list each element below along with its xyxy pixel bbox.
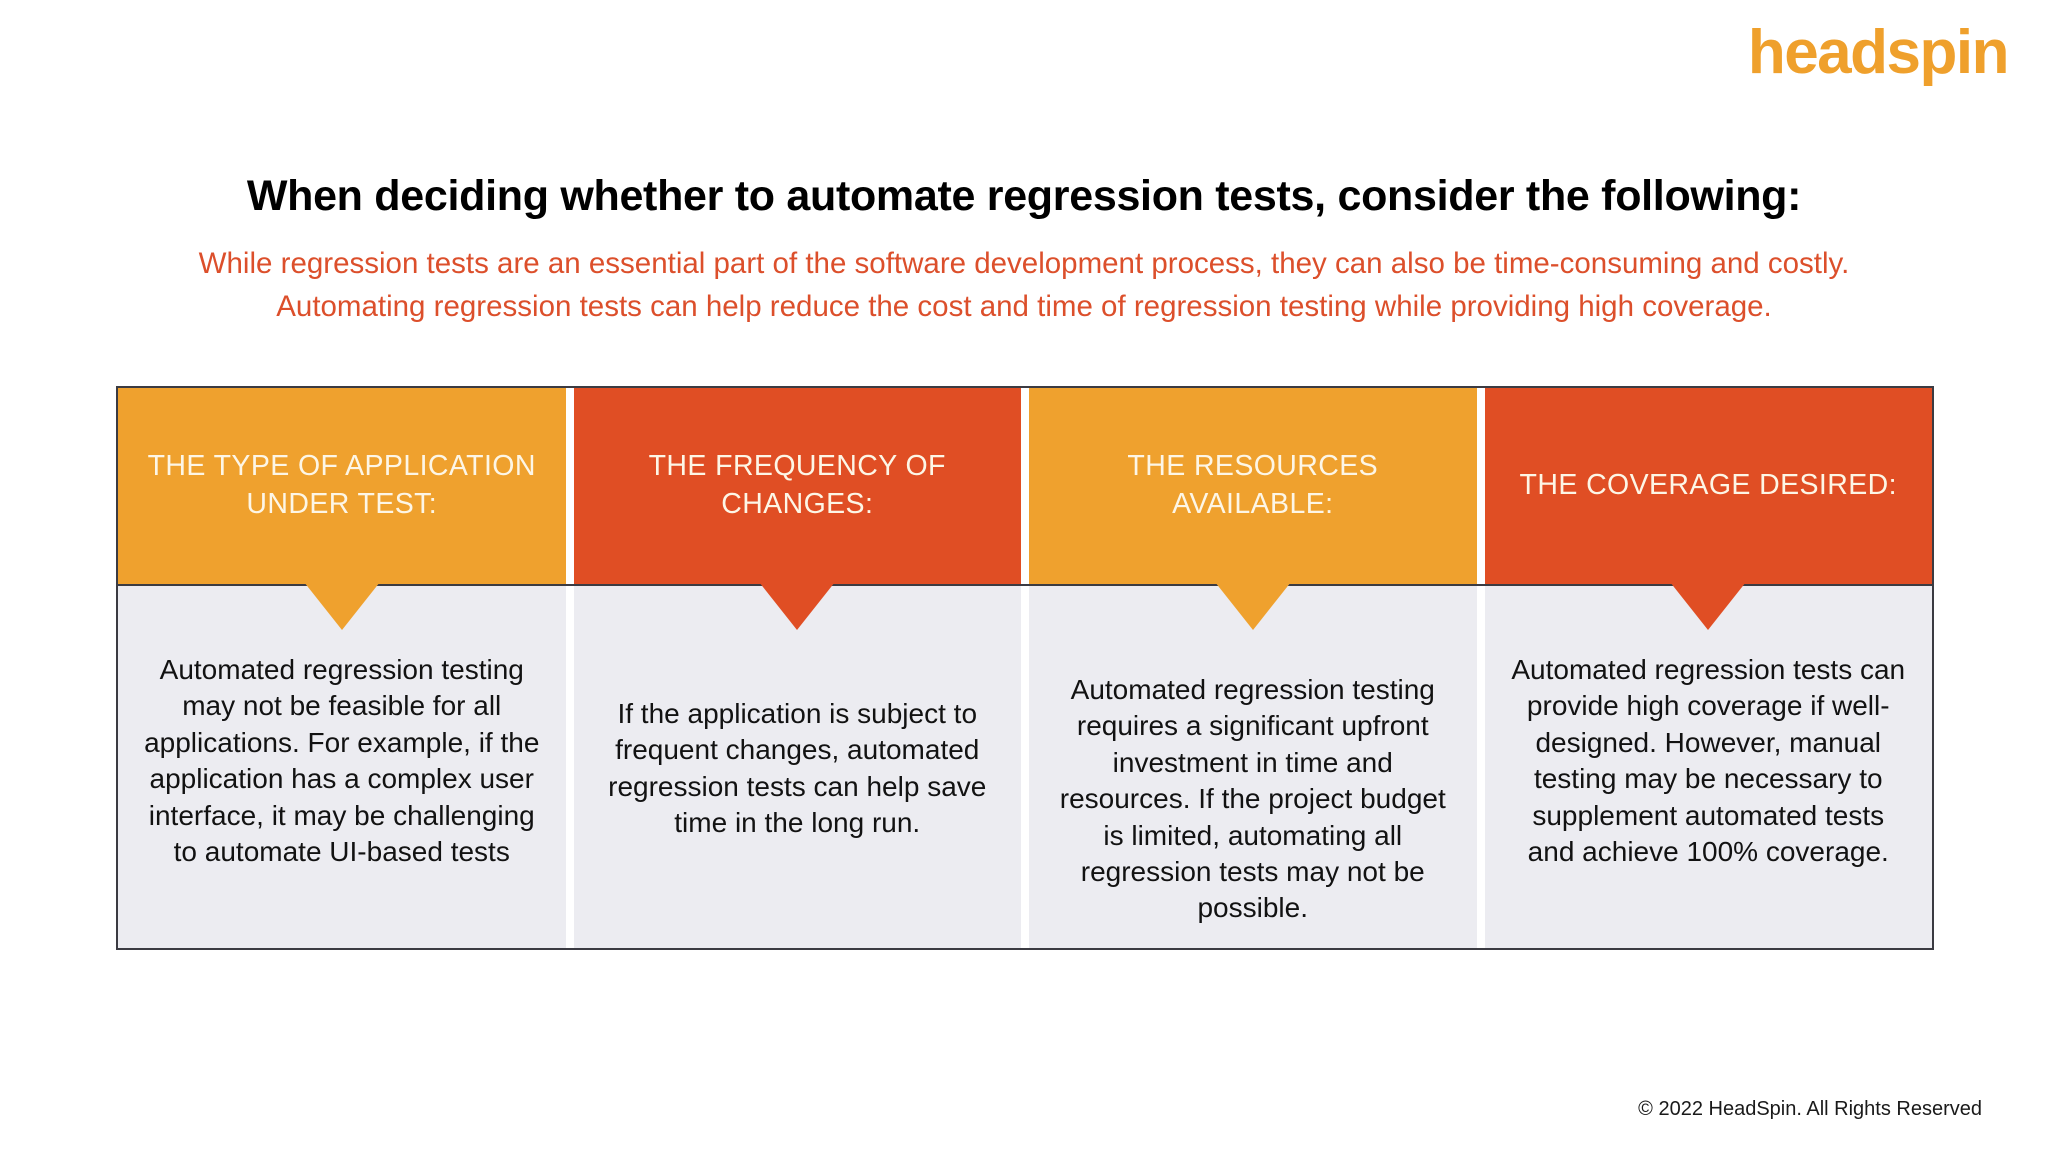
column-body-text: If the application is subject to frequen… [608,698,987,839]
column-body-text: Automated regression tests can provide h… [1511,654,1906,867]
column-header-frequency-of-changes: THE FREQUENCY OF CHANGES: [565,388,1021,630]
column-body-frequency-of-changes: If the application is subject to frequen… [565,586,1021,948]
column-header-label: THE COVERAGE DESIRED: [1519,469,1897,502]
comparison-table: THE TYPE OF APPLICATION UNDER TEST: THE … [116,386,1934,950]
column-body-resources-available: Automated regression testing requires a … [1021,586,1477,948]
copyright-notice: © 2022 HeadSpin. All Rights Reserved [1638,1098,1982,1120]
column-header-label: THE RESOURCES AVAILABLE: [1127,450,1379,520]
page-title: When deciding whether to automate regres… [246,172,1802,220]
arrow-down-icon [759,582,836,630]
headspin-wordmark: headspin [1747,18,2010,87]
arrow-down-icon [1214,582,1291,630]
column-body-coverage-desired: Automated regression tests can provide h… [1476,586,1932,948]
heading-block: When deciding whether to automate regres… [0,172,2048,329]
page-subtitle: While regression tests are an essential … [198,247,1850,324]
column-header-type-of-application: THE TYPE OF APPLICATION UNDER TEST: [118,388,566,630]
column-header-resources-available: THE RESOURCES AVAILABLE: [1021,388,1477,630]
arrow-down-icon [1670,582,1747,630]
table-body-row: Automated regression testing may not be … [118,586,1932,948]
table-header-row: THE TYPE OF APPLICATION UNDER TEST: THE … [118,388,1932,630]
brand-logo: headspin [1747,18,2010,87]
column-body-text: Automated regression testing may not be … [144,654,540,867]
column-body-text: Automated regression testing requires a … [1059,674,1446,924]
column-header-label: THE TYPE OF APPLICATION UNDER TEST: [147,450,536,520]
column-header-label: THE FREQUENCY OF CHANGES: [648,450,946,520]
column-body-type-of-application: Automated regression testing may not be … [118,586,566,948]
column-header-coverage-desired: THE COVERAGE DESIRED: [1476,388,1932,630]
arrow-down-icon [303,582,380,630]
